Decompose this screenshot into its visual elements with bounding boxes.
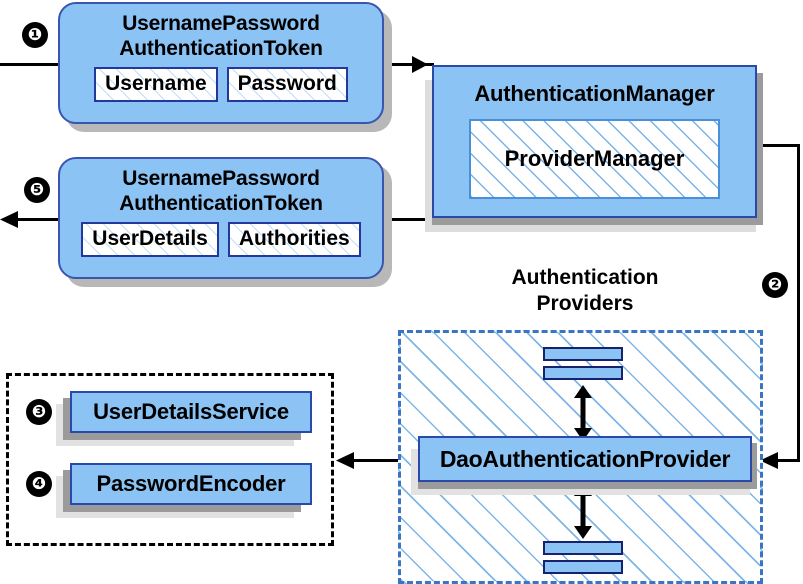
provider-placeholder-bar <box>543 560 623 574</box>
badge-step-3: ❸ <box>26 399 52 425</box>
providers-label: Authentication Providers <box>470 265 700 317</box>
connector-manager-to-token <box>388 218 436 221</box>
arrowhead-response-out <box>0 211 18 228</box>
connector-response-out <box>16 218 76 221</box>
field-password[interactable]: Password <box>226 67 348 102</box>
field-username[interactable]: Username <box>94 67 218 102</box>
badge-step-4: ❹ <box>26 471 52 497</box>
connector-dao-to-beans <box>352 459 422 462</box>
badge-step-2: ❷ <box>762 272 788 298</box>
arrowhead-into-dao <box>760 452 778 469</box>
passwordencoder-label: PasswordEncoder <box>96 471 286 496</box>
response-token-card[interactable]: UsernamePassword AuthenticationToken Use… <box>58 157 384 279</box>
authentication-manager-title: AuthenticationManager <box>474 81 715 106</box>
response-token-fields: UserDetails Authorities <box>60 222 382 257</box>
dao-provider-label: DaoAuthenticationProvider <box>439 445 731 472</box>
connector-manager-down <box>797 144 800 461</box>
double-arrow-top <box>574 385 592 441</box>
authentication-manager-card[interactable]: AuthenticationManager ProviderManager <box>432 65 757 218</box>
connector-into-dao <box>775 459 800 462</box>
provider-placeholder-bottom <box>543 541 623 574</box>
connector-request-in <box>0 63 75 66</box>
userdetailsservice-card[interactable]: UserDetailsService <box>70 391 312 433</box>
provider-manager-label: ProviderManager <box>504 146 685 171</box>
provider-manager-box[interactable]: ProviderManager <box>469 119 720 199</box>
request-token-title-line1: UsernamePassword <box>122 12 320 35</box>
provider-placeholder-bar <box>543 541 623 555</box>
request-token-title: UsernamePassword AuthenticationToken <box>60 4 382 61</box>
connector-token-to-manager <box>386 63 434 66</box>
field-userdetails[interactable]: UserDetails <box>81 222 219 257</box>
arrowhead-to-manager <box>412 56 428 73</box>
provider-placeholder-bar <box>543 366 623 380</box>
provider-placeholder-bar <box>543 347 623 361</box>
connector-manager-right <box>756 144 800 147</box>
response-token-title: UsernamePassword AuthenticationToken <box>60 159 382 216</box>
request-token-card[interactable]: UsernamePassword AuthenticationToken Use… <box>58 2 384 124</box>
dao-provider-card[interactable]: DaoAuthenticationProvider <box>418 436 752 482</box>
badge-step-1: ❶ <box>22 22 48 48</box>
passwordencoder-card[interactable]: PasswordEncoder <box>70 463 312 505</box>
provider-placeholder-top <box>543 347 623 380</box>
field-authorities[interactable]: Authorities <box>227 222 361 257</box>
response-token-title-line2: AuthenticationToken <box>119 192 323 215</box>
response-token-title-line1: UsernamePassword <box>122 167 320 190</box>
providers-label-line1: Authentication <box>511 266 659 289</box>
badge-step-5: ❺ <box>24 177 50 203</box>
providers-label-line2: Providers <box>536 292 634 315</box>
arrowhead-to-beans <box>336 452 354 469</box>
userdetailsservice-label: UserDetailsService <box>93 399 289 424</box>
request-token-title-line2: AuthenticationToken <box>119 37 323 60</box>
request-token-fields: Username Password <box>60 67 382 102</box>
